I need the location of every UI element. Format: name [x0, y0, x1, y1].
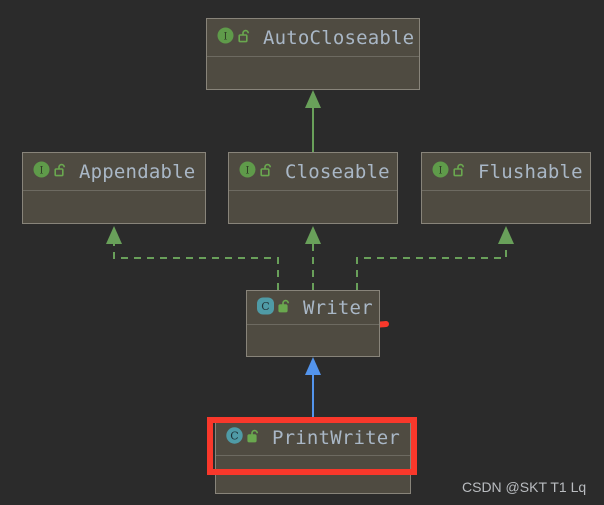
unlocked-padlock-icon — [453, 162, 466, 181]
class-icon: C — [225, 426, 244, 449]
interface-icon: I — [32, 160, 51, 183]
icon-group: I — [32, 160, 67, 183]
svg-text:I: I — [439, 166, 443, 177]
abstract-class-icon: C — [256, 296, 275, 320]
icon-group: I — [216, 26, 251, 49]
node-members-area — [422, 191, 590, 261]
node-title: Appendable — [79, 160, 196, 183]
interface-icon: I — [216, 26, 235, 49]
unlocked-padlock-icon — [54, 162, 67, 181]
uml-node-writer[interactable]: C Writer — [246, 290, 380, 357]
unlocked-padlock-icon — [260, 162, 273, 181]
node-header: C Writer — [247, 291, 379, 325]
node-header: I Closeable — [229, 153, 397, 191]
unlocked-padlock-icon — [247, 428, 260, 447]
uml-node-closeable[interactable]: I Closeable — [228, 152, 398, 224]
node-header: I AutoCloseable — [207, 19, 419, 57]
svg-text:I: I — [246, 166, 250, 177]
node-members-area — [247, 325, 379, 390]
svg-text:I: I — [224, 32, 228, 43]
watermark-text: CSDN @SKT T1 Lq — [462, 479, 587, 495]
node-title: Closeable — [285, 160, 390, 183]
icon-group: C — [256, 296, 291, 320]
node-title: Writer — [303, 296, 373, 319]
svg-text:C: C — [230, 430, 238, 443]
node-members-area — [207, 57, 419, 127]
svg-text:I: I — [40, 166, 44, 177]
node-members-area — [229, 191, 397, 261]
uml-node-appendable[interactable]: I Appendable — [22, 152, 206, 224]
uml-node-flushable[interactable]: I Flushable — [421, 152, 591, 224]
node-title: PrintWriter — [272, 426, 401, 449]
node-header: I Flushable — [422, 153, 590, 191]
icon-group: I — [431, 160, 466, 183]
node-title: Flushable — [478, 160, 583, 183]
node-header: I Appendable — [23, 153, 205, 191]
unlocked-padlock-icon — [238, 28, 251, 47]
node-members-area — [23, 191, 205, 261]
red-highlight-box — [207, 417, 417, 475]
interface-icon: I — [431, 160, 450, 183]
uml-node-printwriter[interactable]: C PrintWriter — [215, 419, 411, 494]
node-title: AutoCloseable — [263, 26, 415, 49]
node-header: C PrintWriter — [216, 420, 410, 456]
uml-node-autocloseable[interactable]: I AutoCloseable — [206, 18, 420, 90]
icon-group: C — [225, 426, 260, 449]
icon-group: I — [238, 160, 273, 183]
svg-text:C: C — [261, 300, 269, 313]
interface-icon: I — [238, 160, 257, 183]
unlocked-padlock-icon — [278, 298, 291, 317]
